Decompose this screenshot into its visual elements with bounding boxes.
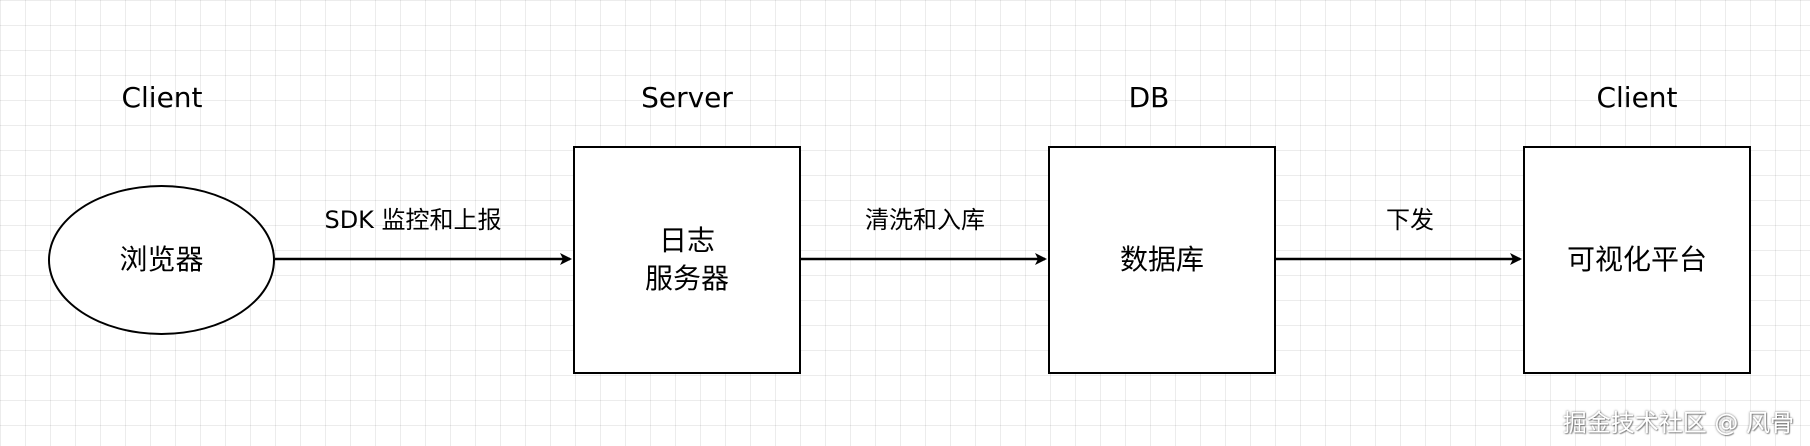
edge-label-sdk-report: SDK 监控和上报 (324, 206, 502, 234)
edge-label-dispatch: 下发 (1386, 206, 1434, 234)
node-log-server-label: 日志 服务器 (644, 224, 729, 295)
node-visualization-platform[interactable]: 可视化平台 (1523, 146, 1751, 374)
node-database-label: 数据库 (1119, 243, 1204, 276)
tier-label-server: Server (641, 81, 733, 114)
tier-label-client: Client (121, 81, 203, 114)
node-browser-label: 浏览器 (119, 243, 204, 276)
watermark-text: 掘金技术社区 @ 风骨 (1562, 409, 1794, 437)
tier-label-db: DB (1128, 81, 1170, 114)
edge-label-clean-store: 清洗和入库 (865, 206, 985, 234)
tier-label-client-dashboard: Client (1596, 81, 1678, 114)
node-browser[interactable]: 浏览器 (48, 185, 275, 335)
node-visualization-platform-label: 可视化平台 (1566, 243, 1707, 276)
node-log-server[interactable]: 日志 服务器 (573, 146, 801, 374)
node-database[interactable]: 数据库 (1048, 146, 1276, 374)
